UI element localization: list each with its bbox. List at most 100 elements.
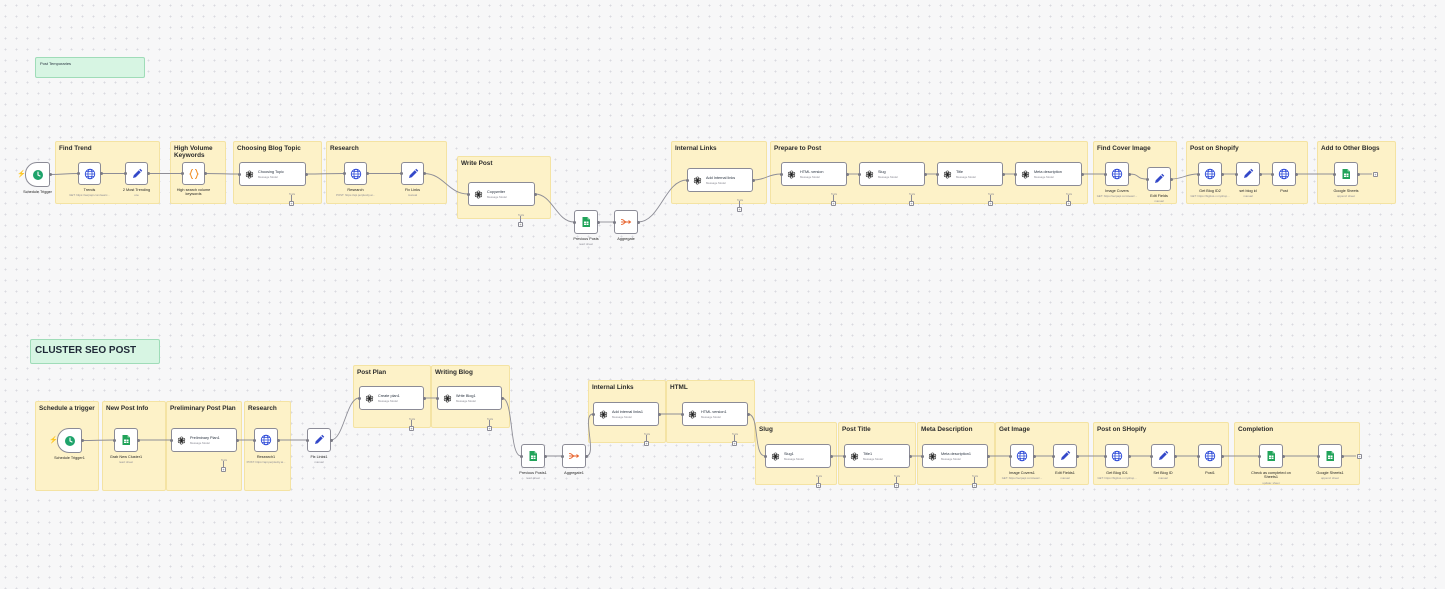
output-port[interactable] bbox=[329, 438, 333, 442]
input-port[interactable] bbox=[842, 454, 846, 458]
input-port[interactable] bbox=[935, 172, 939, 176]
input-port[interactable] bbox=[342, 172, 346, 175]
workflow-node[interactable] bbox=[307, 428, 331, 452]
add-tool-button[interactable]: + bbox=[409, 426, 414, 431]
add-tool-button[interactable]: + bbox=[1066, 201, 1071, 206]
output-port[interactable] bbox=[533, 192, 537, 196]
output-port[interactable] bbox=[908, 454, 912, 458]
output-port[interactable] bbox=[276, 438, 280, 442]
workflow-node[interactable] bbox=[1236, 162, 1260, 186]
output-port[interactable] bbox=[584, 454, 588, 458]
workflow-node[interactable] bbox=[521, 444, 545, 468]
input-port[interactable] bbox=[1013, 172, 1017, 176]
workflow-node[interactable] bbox=[1105, 444, 1129, 468]
output-port[interactable] bbox=[751, 178, 755, 182]
input-port[interactable] bbox=[612, 220, 616, 224]
workflow-node[interactable] bbox=[1198, 162, 1222, 186]
output-port[interactable] bbox=[1258, 172, 1262, 176]
input-port[interactable] bbox=[920, 454, 924, 458]
output-port[interactable] bbox=[1340, 454, 1344, 458]
input-port[interactable] bbox=[399, 172, 403, 175]
output-port[interactable] bbox=[146, 172, 150, 175]
output-port[interactable] bbox=[48, 173, 52, 176]
input-port[interactable] bbox=[1008, 454, 1012, 458]
workflow-node[interactable] bbox=[1318, 444, 1342, 468]
output-port[interactable] bbox=[657, 412, 661, 416]
workflow-node[interactable] bbox=[1259, 444, 1283, 468]
add-tool-button[interactable]: + bbox=[737, 207, 742, 212]
add-tool-button[interactable]: + bbox=[732, 441, 737, 446]
workflow-node[interactable] bbox=[562, 444, 586, 468]
add-tool-button[interactable]: + bbox=[487, 426, 492, 431]
output-port[interactable] bbox=[829, 454, 833, 458]
add-tool-button[interactable]: + bbox=[518, 222, 523, 227]
input-port[interactable] bbox=[1234, 172, 1238, 176]
workflow-node[interactable] bbox=[1334, 162, 1358, 186]
input-port[interactable] bbox=[76, 172, 80, 175]
add-tool-button[interactable]: + bbox=[644, 441, 649, 446]
output-port[interactable] bbox=[1173, 454, 1177, 458]
workflow-node[interactable] bbox=[574, 210, 598, 234]
input-port[interactable] bbox=[1332, 172, 1336, 176]
output-port[interactable] bbox=[500, 396, 504, 400]
output-port[interactable] bbox=[136, 438, 140, 442]
input-port[interactable] bbox=[305, 438, 309, 442]
input-port[interactable] bbox=[466, 192, 470, 196]
input-port[interactable] bbox=[112, 438, 116, 442]
input-port[interactable] bbox=[680, 412, 684, 416]
add-tool-button[interactable]: + bbox=[289, 201, 294, 206]
group-12[interactable]: New Post Info bbox=[102, 401, 166, 491]
output-port[interactable] bbox=[1356, 172, 1360, 176]
output-port[interactable] bbox=[986, 454, 990, 458]
output-port[interactable] bbox=[1220, 172, 1224, 176]
add-tool-button[interactable]: + bbox=[831, 201, 836, 206]
workflow-node[interactable] bbox=[25, 162, 50, 187]
workflow-node[interactable] bbox=[1105, 162, 1129, 186]
output-port[interactable] bbox=[422, 172, 426, 175]
output-port[interactable] bbox=[80, 439, 84, 442]
add-tool-button[interactable]: + bbox=[816, 483, 821, 488]
workflow-node[interactable] bbox=[1147, 167, 1171, 191]
input-port[interactable] bbox=[1257, 454, 1261, 458]
add-tool-button[interactable]: + bbox=[894, 483, 899, 488]
input-port[interactable] bbox=[1196, 172, 1200, 176]
input-port[interactable] bbox=[560, 454, 564, 458]
input-port[interactable] bbox=[1145, 177, 1149, 181]
input-port[interactable] bbox=[1103, 172, 1107, 176]
workflow-node[interactable] bbox=[614, 210, 638, 234]
input-port[interactable] bbox=[591, 412, 595, 416]
output-port[interactable] bbox=[1032, 454, 1036, 458]
input-port[interactable] bbox=[519, 454, 523, 458]
output-port[interactable] bbox=[596, 220, 600, 224]
output-port[interactable] bbox=[304, 172, 308, 176]
input-port[interactable] bbox=[1270, 172, 1274, 176]
input-port[interactable] bbox=[1196, 454, 1200, 458]
output-port[interactable] bbox=[923, 172, 927, 176]
input-port[interactable] bbox=[1149, 454, 1153, 458]
output-port[interactable] bbox=[1169, 177, 1173, 181]
workflow-node[interactable] bbox=[57, 428, 82, 453]
input-port[interactable] bbox=[1051, 454, 1055, 458]
add-node-button[interactable]: + bbox=[1357, 454, 1362, 459]
workflow-node[interactable] bbox=[182, 162, 205, 185]
output-port[interactable] bbox=[203, 172, 207, 175]
output-port[interactable] bbox=[1294, 172, 1298, 176]
output-port[interactable] bbox=[1075, 454, 1079, 458]
output-port[interactable] bbox=[1127, 172, 1131, 176]
add-tool-button[interactable]: + bbox=[972, 483, 977, 488]
input-port[interactable] bbox=[1316, 454, 1320, 458]
